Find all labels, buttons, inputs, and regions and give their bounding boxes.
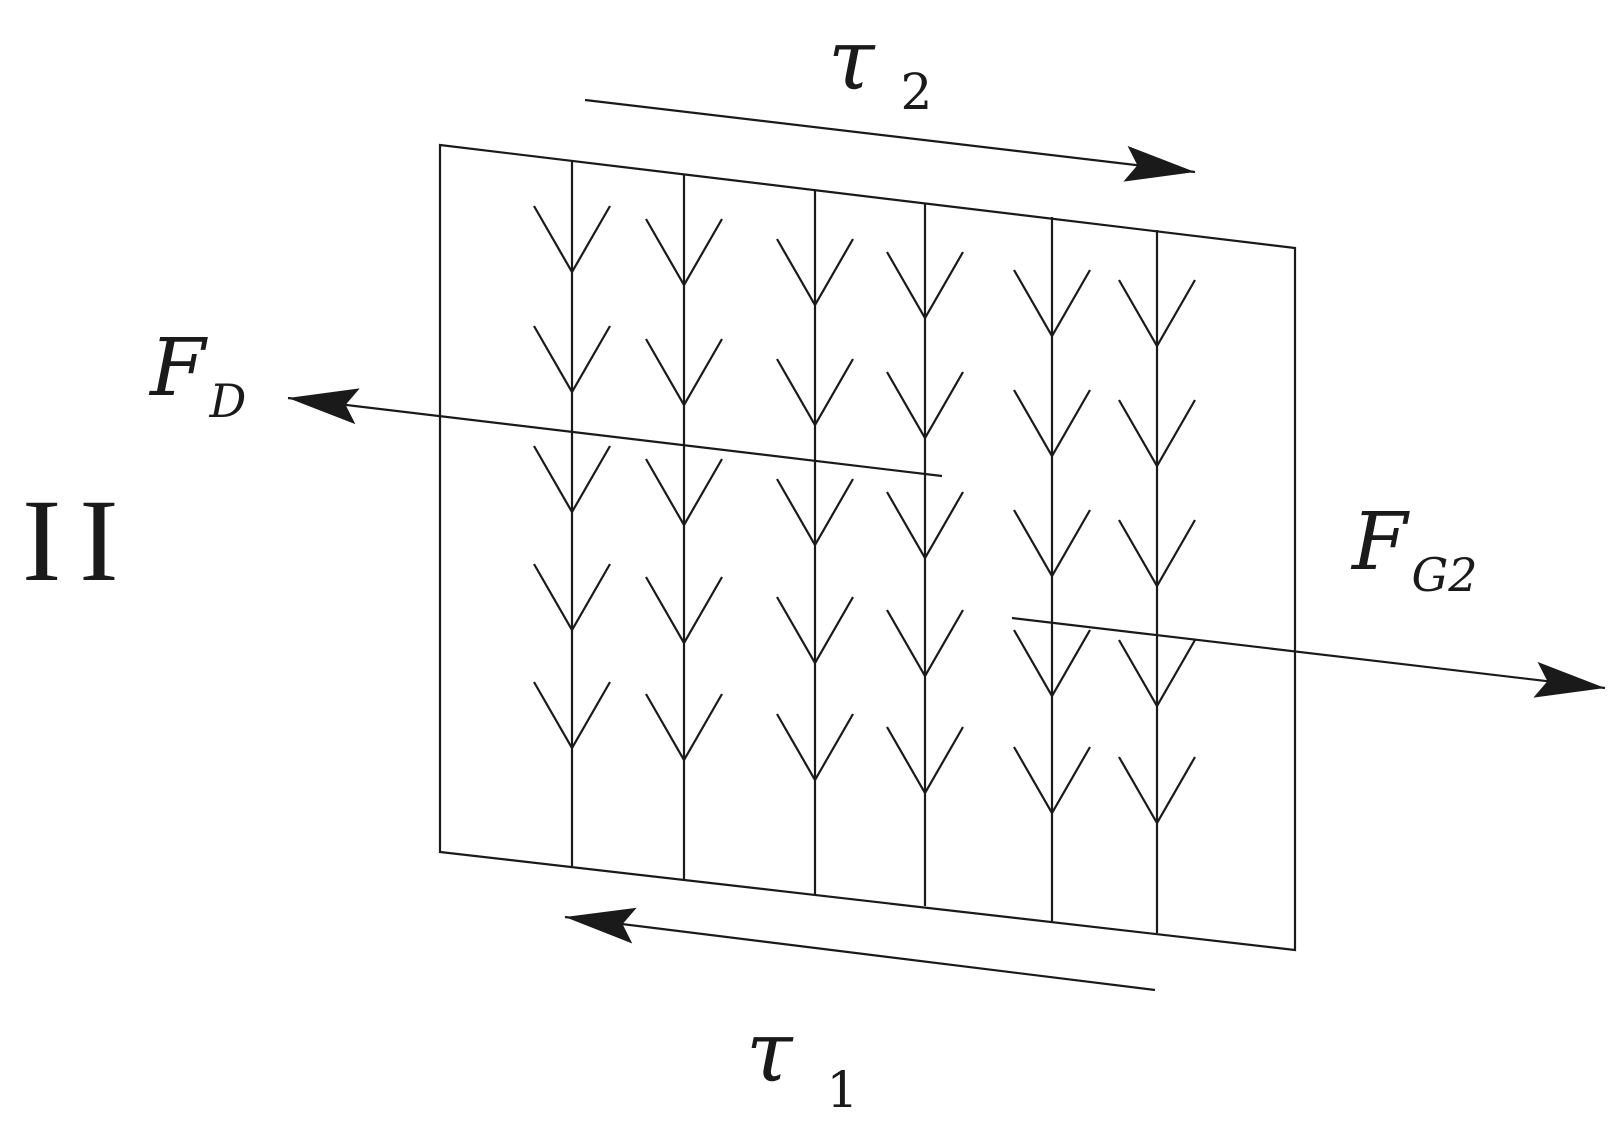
chevron-1-1 (533, 205, 611, 275)
chevron-4-3 (886, 491, 964, 561)
chevron-2-4 (645, 576, 723, 646)
chevron-1-2 (533, 325, 611, 395)
chevron-6-3 (1118, 519, 1196, 589)
fd-arrow (287, 388, 943, 478)
chevron-5-4 (1013, 629, 1091, 699)
tau1-arrow (564, 907, 1156, 992)
chevron-3-5 (776, 713, 854, 783)
chevron-2-1 (645, 218, 723, 288)
fg2-symbol: F (1352, 495, 1408, 588)
fg2-label: FG2 (1352, 502, 1478, 599)
chevron-1-3 (533, 445, 611, 515)
chevron-2-3 (645, 458, 723, 528)
fg2-arrow (1011, 616, 1606, 698)
chevron-5-3 (1013, 509, 1091, 579)
chevron-1-5 (533, 681, 611, 751)
chevron-4-2 (886, 371, 964, 441)
region-label: II (22, 475, 137, 606)
chevron-3-3 (776, 478, 854, 548)
chevron-6-2 (1118, 399, 1196, 469)
chevron-4-4 (886, 609, 964, 679)
chevron-4-5 (886, 726, 964, 796)
chevron-2-2 (645, 338, 723, 408)
chevron-3-1 (776, 238, 854, 308)
chevron-6-4 (1118, 639, 1196, 709)
chevron-4-1 (886, 251, 964, 321)
chevron-6-5 (1118, 756, 1196, 826)
tau2-symbol: τ (828, 11, 875, 109)
tau1-subscript: 1 (826, 1061, 859, 1119)
chevron-3-4 (776, 596, 854, 666)
chevron-3-2 (776, 358, 854, 428)
chevron-2-5 (645, 693, 723, 763)
chevron-6-1 (1118, 279, 1196, 349)
chevron-5-5 (1013, 746, 1091, 816)
tau2-subscript: 2 (900, 63, 933, 121)
fd-subscript: D (209, 374, 247, 428)
fd-symbol: F (150, 321, 206, 414)
panel-outline (438, 143, 1297, 952)
tau2-arrow (584, 98, 1196, 182)
chevron-5-2 (1013, 389, 1091, 459)
fg2-subscript: G2 (1411, 548, 1478, 602)
chevron-5-1 (1013, 269, 1091, 339)
tau1-symbol: τ (746, 1003, 793, 1101)
chevron-1-4 (533, 563, 611, 633)
fd-label: FD (150, 328, 246, 425)
fiber-lines (533, 160, 1196, 933)
